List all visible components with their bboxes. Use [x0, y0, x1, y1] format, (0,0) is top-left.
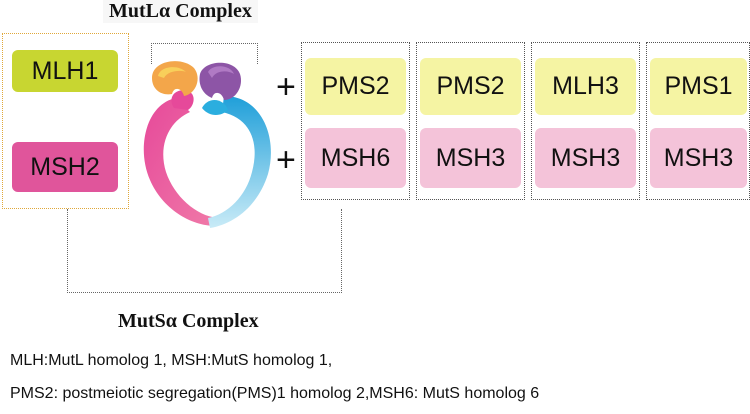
blue-knob [202, 99, 228, 115]
msh2-arc [143, 98, 218, 226]
msh-partner-arc [208, 96, 271, 228]
plus-sign-bottom: + [276, 141, 296, 179]
combination-column-2 [416, 42, 525, 200]
muts-complex-title: MutSα Complex [118, 310, 259, 332]
top-cell-1: PMS2 [305, 58, 406, 115]
legend-line-2: PMS2: postmeiotic segregation(PMS)1 homo… [10, 385, 540, 402]
legend-line-1: MLH:MutL homolog 1, MSH:MutS homolog 1, [10, 352, 333, 369]
top-cell-4: PMS1 [650, 58, 747, 115]
bottom-cell-3: MSH3 [535, 128, 636, 188]
mismatch-repair-complex-illustration [143, 61, 271, 228]
bottom-cell-2: MSH3 [420, 128, 521, 188]
mlh1-msh2-group [2, 33, 129, 209]
mutl-bracket-line [151, 43, 258, 64]
mlh1-box: MLH1 [12, 50, 118, 92]
plus-sign-top: + [276, 68, 296, 106]
bottom-cell-1: MSH6 [305, 128, 406, 188]
top-cell-2: PMS2 [420, 58, 521, 115]
muts-bracket-line [67, 209, 342, 293]
pink-knob [171, 90, 194, 110]
combination-column-3 [531, 42, 640, 200]
mlh1-blob [152, 61, 198, 96]
msh2-box: MSH2 [12, 142, 118, 192]
mutl-complex-title: MutLα Complex [103, 0, 258, 23]
bottom-cell-4: MSH3 [650, 128, 747, 188]
top-cell-3: MLH3 [535, 58, 636, 115]
combination-column-1 [301, 42, 410, 200]
